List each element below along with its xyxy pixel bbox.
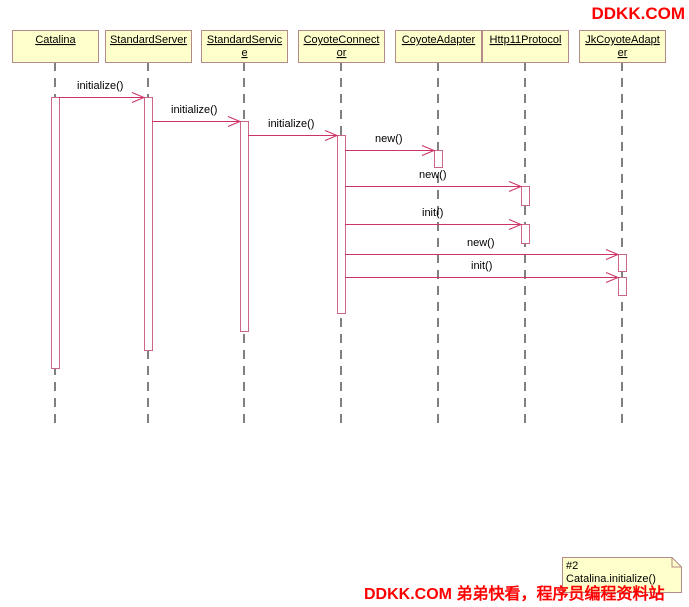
message-arrow: init() (345, 207, 523, 230)
note-line: #2 (566, 560, 579, 572)
object-label: Catalina (35, 34, 76, 46)
object-http11protocol: Http11Protocol (482, 30, 569, 63)
activation-bar (240, 121, 249, 332)
message-label: init() (422, 207, 443, 219)
activation-bar (337, 135, 346, 314)
message-label: initialize() (268, 118, 314, 130)
message-label: initialize() (171, 104, 217, 116)
activation-bar (434, 150, 443, 168)
object-box (482, 30, 569, 63)
note-box (562, 557, 682, 593)
object-standardserver: StandardServer (105, 30, 192, 63)
object-label: CoyoteConnect (304, 34, 380, 46)
object-catalina: Catalina (12, 30, 99, 63)
message-label: new() (419, 169, 447, 181)
activation-bar (144, 97, 153, 351)
object-box (395, 30, 482, 63)
object-label: StandardServer (110, 34, 187, 46)
note-line: Catalina.initialize() (566, 573, 656, 585)
object-box (579, 30, 666, 63)
message-arrow: new() (345, 169, 523, 192)
activation-bar (521, 224, 530, 244)
message-arrow: initialize() (59, 80, 146, 103)
object-label: CoyoteAdapter (402, 34, 476, 46)
object-coyoteadapter: CoyoteAdapter (395, 30, 482, 63)
message-label: init() (471, 260, 492, 272)
message-arrow: init() (345, 260, 620, 283)
message-label: new() (375, 133, 403, 145)
activation-bar (618, 277, 627, 296)
activation-bar (521, 186, 530, 206)
activation-bar (51, 97, 60, 369)
object-label: Http11Protocol (490, 34, 562, 46)
object-label: e (241, 47, 247, 59)
activation-bar (618, 254, 627, 272)
object-box (298, 30, 385, 63)
object-label: or (337, 47, 347, 59)
object-box (12, 30, 99, 63)
object-label: JkCoyoteAdapt (585, 34, 660, 46)
message-label: initialize() (77, 80, 123, 92)
object-label: StandardServic (207, 34, 283, 46)
message-label: new() (467, 237, 495, 249)
note-text: #2 Catalina.initialize() (566, 560, 656, 586)
object-box (201, 30, 288, 63)
message-arrow: initialize() (248, 118, 339, 141)
message-arrow: initialize() (152, 104, 242, 127)
message-arrow: new() (345, 133, 436, 156)
watermark-top: DDKK.COM (591, 4, 686, 23)
message-arrow: new() (345, 237, 620, 260)
object-box (105, 30, 192, 63)
watermark-bottom: DDKK.COM 弟弟快看，程序员编程资料站 (364, 586, 665, 603)
object-label: er (618, 47, 628, 59)
